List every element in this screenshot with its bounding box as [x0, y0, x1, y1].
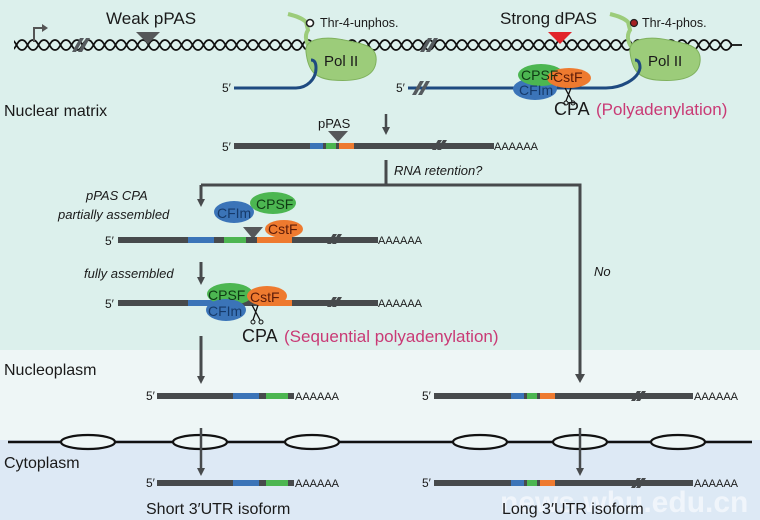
five-prime-label: 5′: [396, 81, 406, 95]
strong-pas-marker-icon: [548, 32, 572, 44]
cstf-factor: [547, 68, 591, 88]
ppas-marker-icon: [243, 227, 263, 239]
dna-break-icon: [420, 38, 438, 52]
polyadenylation-note: (Polyadenylation): [596, 100, 727, 119]
svg-text:CPSF: CPSF: [521, 67, 558, 83]
cpsf-factor: [250, 192, 296, 214]
pol2-right: Pol II: [609, 12, 701, 81]
pol2-left: Pol II: [287, 12, 377, 81]
rna-retention-question: RNA retention?: [394, 163, 483, 178]
weak-pas-marker-icon: [136, 32, 160, 44]
nuclear-pore: [649, 433, 707, 451]
cfim-factor: [206, 299, 246, 321]
nascent-rna-right: [408, 58, 642, 90]
svg-text:AAAAAA: AAAAAA: [378, 298, 423, 310]
pol2-right-label: Pol II: [648, 53, 682, 70]
nuclear-envelope: [8, 433, 752, 451]
svg-text:AAAAAA: AAAAAA: [295, 391, 340, 403]
svg-text:CPSF: CPSF: [208, 287, 245, 303]
rna-break-icon: [327, 297, 342, 307]
nuclear-pore: [59, 433, 117, 451]
branch-line: [201, 183, 582, 378]
scissors-icon: [564, 87, 573, 102]
svg-text:AAAAAA: AAAAAA: [494, 141, 539, 153]
ctd-unphos-label: Thr-4-unphos.: [320, 16, 399, 30]
weak-pas-label: Weak pPAS: [106, 9, 196, 28]
watermark: news.whu.edu.cn: [500, 486, 748, 519]
pre-mrna: 5′ AAAAAA: [222, 140, 539, 154]
nascent-rna-left: [234, 58, 318, 90]
branch-no-label: No: [594, 264, 611, 279]
cytoplasm-label: Cytoplasm: [4, 455, 80, 472]
cpsf-factor: [207, 283, 253, 305]
svg-text:AAAAAA: AAAAAA: [378, 235, 423, 247]
svg-text:5′: 5′: [105, 234, 115, 248]
nucleoplasm-label: Nucleoplasm: [4, 362, 96, 379]
nuclear-pore: [451, 433, 509, 451]
mrna-long-nucleoplasm: 5′ AAAAAA: [422, 389, 739, 403]
svg-text:CFIm: CFIm: [208, 303, 242, 319]
cstf-factor: [247, 286, 287, 306]
sequential-polyadenylation-note: (Sequential polyadenylation): [284, 327, 499, 346]
mrna-long-cytoplasm: 5′ AAAAAA: [422, 476, 739, 490]
ppas-marker-icon: [328, 131, 348, 142]
five-prime-label: 5′: [222, 81, 232, 95]
long-isoform-label: Long 3′UTR isoform: [502, 501, 644, 518]
rna-break-icon: [327, 234, 342, 244]
rna-break-icon: [432, 140, 447, 150]
rna-break-icon: [631, 391, 646, 401]
rna-break-icon: [631, 478, 646, 488]
nuclear-pore: [283, 433, 341, 451]
dna-helix: [14, 35, 742, 55]
ctd-phos-icon: [629, 18, 639, 28]
mrna-short-nucleoplasm: 5′ AAAAAA: [146, 389, 340, 403]
partial-step-line1: pPAS CPA: [85, 188, 148, 203]
svg-text:CPSF: CPSF: [256, 196, 293, 212]
svg-text:AAAAAA: AAAAAA: [694, 478, 739, 490]
cpa-label-sequential: CPA: [242, 326, 278, 346]
short-isoform-label: Short 3′UTR isoform: [146, 501, 290, 518]
nuclear-matrix-label: Nuclear matrix: [4, 103, 107, 120]
ppas-label: pPAS: [318, 116, 351, 131]
strong-pas-label: Strong dPAS: [500, 9, 597, 28]
rna-break-icon: [412, 81, 430, 95]
svg-text:5′: 5′: [222, 140, 232, 154]
cpa-complex-top: CFIm CPSF CstF: [513, 64, 591, 106]
svg-text:CFIm: CFIm: [217, 205, 251, 221]
svg-text:5′: 5′: [146, 389, 156, 403]
mrna-partial: 5′ AAAAAA: [105, 234, 423, 248]
svg-text:AAAAAA: AAAAAA: [295, 478, 340, 490]
svg-text:CstF: CstF: [553, 69, 583, 85]
ctd-unphos-icon: [305, 18, 315, 28]
pol2-left-label: Pol II: [324, 53, 358, 70]
cpa-label-top: CPA: [554, 99, 590, 119]
svg-text:CstF: CstF: [268, 221, 298, 237]
tss-arrow-icon: [33, 27, 44, 42]
ctd-phos-label: Thr-4-phos.: [642, 16, 707, 30]
svg-text:5′: 5′: [105, 297, 115, 311]
partial-step-line2: partially assembled: [57, 207, 170, 222]
mrna-short-cytoplasm: 5′ AAAAAA: [146, 476, 340, 490]
cfim-factor: [214, 201, 254, 223]
svg-text:CFIm: CFIm: [519, 82, 553, 98]
dna-break-icon: [72, 38, 90, 52]
cstf-factor: [265, 220, 303, 238]
svg-text:5′: 5′: [146, 476, 156, 490]
svg-text:CstF: CstF: [250, 289, 280, 305]
full-step-label: fully assembled: [84, 266, 174, 281]
scissors-icon: [251, 304, 261, 321]
svg-text:5′: 5′: [422, 476, 432, 490]
svg-text:5′: 5′: [422, 389, 432, 403]
svg-text:AAAAAA: AAAAAA: [694, 391, 739, 403]
